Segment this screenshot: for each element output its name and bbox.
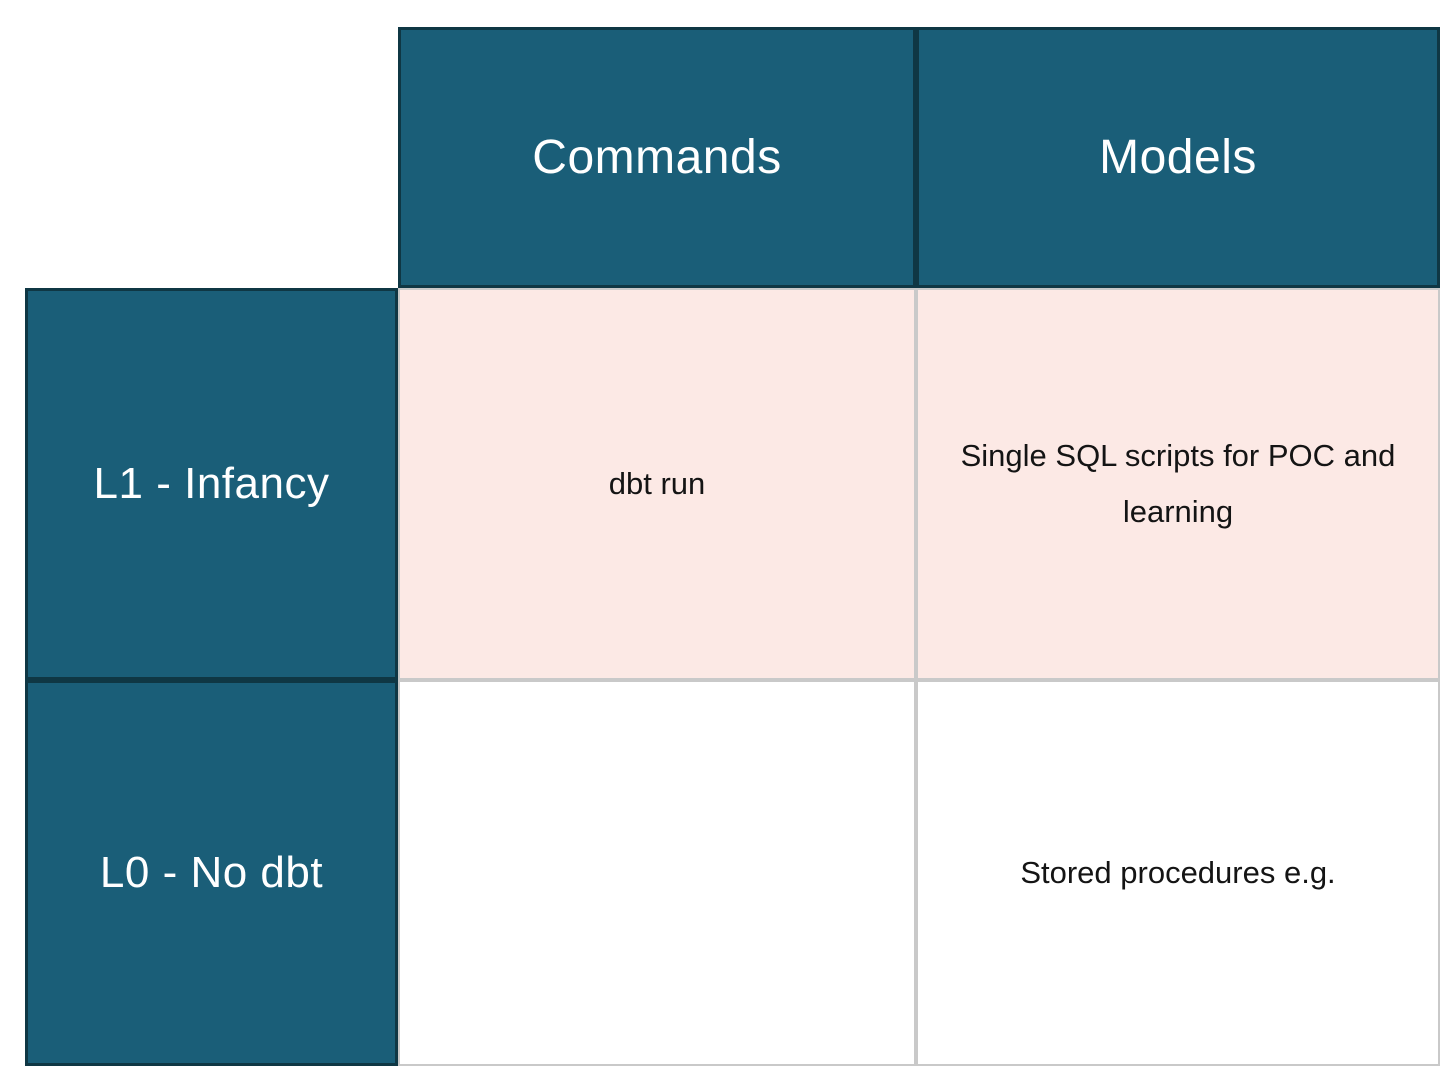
column-header-commands: Commands: [398, 27, 916, 288]
column-header-commands-label: Commands: [532, 131, 782, 184]
column-header-models: Models: [916, 27, 1440, 288]
cell-l1-models: Single SQL scripts for POC and learning: [916, 288, 1440, 680]
row-header-l0-no-dbt: L0 - No dbt: [25, 680, 398, 1066]
cell-l0-commands: [398, 680, 916, 1066]
column-header-models-label: Models: [1099, 131, 1257, 184]
row-header-l1-infancy-label: L1 - Infancy: [93, 459, 330, 508]
cell-l0-models: Stored procedures e.g.: [916, 680, 1440, 1066]
row-header-l0-no-dbt-label: L0 - No dbt: [99, 848, 324, 897]
cell-l0-models-text: Stored procedures e.g.: [1020, 855, 1336, 891]
row-header-l1-infancy: L1 - Infancy: [25, 288, 398, 680]
cell-l1-commands: dbt run: [398, 288, 916, 680]
cell-l1-commands-text: dbt run: [608, 466, 706, 502]
cell-l1-models-text: Single SQL scripts for POC and learning: [960, 438, 1396, 529]
